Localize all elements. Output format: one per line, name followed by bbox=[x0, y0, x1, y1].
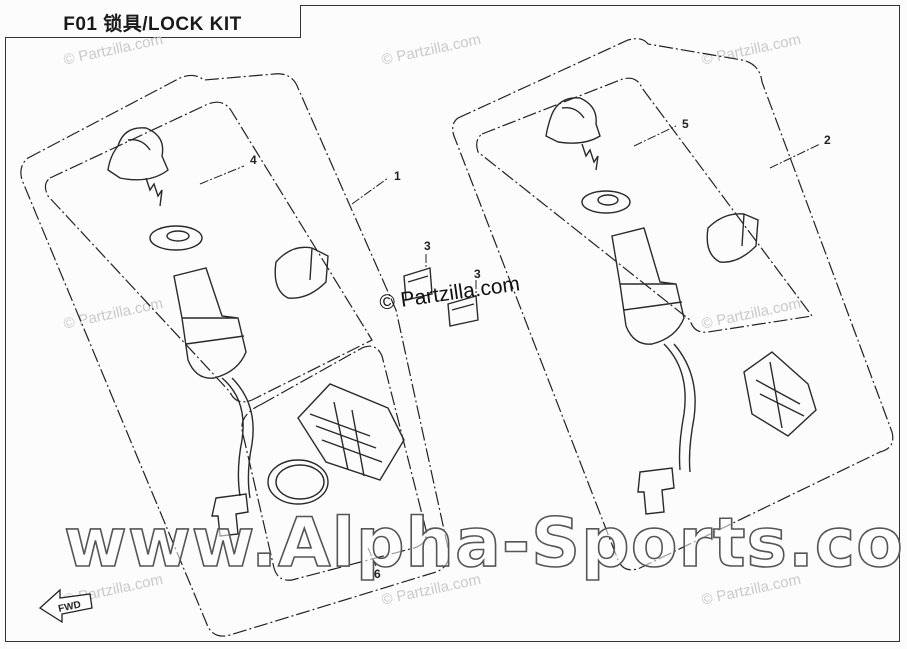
callout-3b: 3 bbox=[474, 267, 481, 281]
washer-right-inner bbox=[597, 194, 619, 206]
connector-left bbox=[211, 493, 249, 537]
connector-right bbox=[637, 467, 675, 515]
leader-4 bbox=[199, 165, 245, 185]
key-blade-right bbox=[581, 143, 599, 171]
kit-6-outline bbox=[241, 345, 427, 581]
harness-left bbox=[221, 377, 254, 499]
leader-1 bbox=[351, 177, 389, 205]
callout-1: 1 bbox=[394, 169, 401, 183]
title-box: F01 锁具/LOCK KIT bbox=[5, 5, 301, 38]
kit-4-outline bbox=[44, 101, 373, 403]
kit-2-outline bbox=[452, 38, 894, 571]
key-blade-left bbox=[145, 177, 163, 207]
key-head-right bbox=[545, 97, 601, 144]
kit-5-outline bbox=[476, 77, 814, 333]
leader-6 bbox=[367, 547, 377, 567]
cap-left bbox=[274, 246, 329, 299]
fwd-label: FWD bbox=[57, 599, 82, 614]
callout-5: 5 bbox=[682, 117, 689, 131]
washer-right bbox=[581, 190, 631, 214]
o-ring-left-inner bbox=[275, 464, 325, 500]
harness-right bbox=[663, 343, 696, 473]
page-title: F01 锁具/LOCK KIT bbox=[63, 14, 242, 35]
clip-3b bbox=[447, 295, 479, 327]
washer-left-inner bbox=[166, 230, 190, 242]
callout-4: 4 bbox=[250, 153, 257, 167]
o-ring-left bbox=[267, 459, 329, 505]
leader-2 bbox=[769, 143, 821, 169]
washer-left bbox=[149, 225, 203, 251]
cap-right bbox=[706, 213, 759, 263]
key-head-left bbox=[107, 127, 169, 181]
seat-lock-left bbox=[297, 383, 405, 481]
callout-3a: 3 bbox=[424, 239, 431, 253]
diagram-frame bbox=[5, 5, 900, 642]
seat-lock-right bbox=[743, 351, 817, 437]
callout-6: 6 bbox=[374, 567, 381, 581]
ignition-switch-right bbox=[611, 227, 685, 345]
fwd-arrow-icon: FWD bbox=[38, 588, 93, 624]
leader-5 bbox=[633, 125, 677, 147]
callout-2: 2 bbox=[824, 133, 831, 147]
kit-1-outline bbox=[20, 73, 450, 637]
ignition-switch-left bbox=[173, 267, 247, 379]
clip-3a bbox=[403, 267, 433, 301]
watermark-site: www.Alpha-Sports.com bbox=[63, 503, 907, 584]
